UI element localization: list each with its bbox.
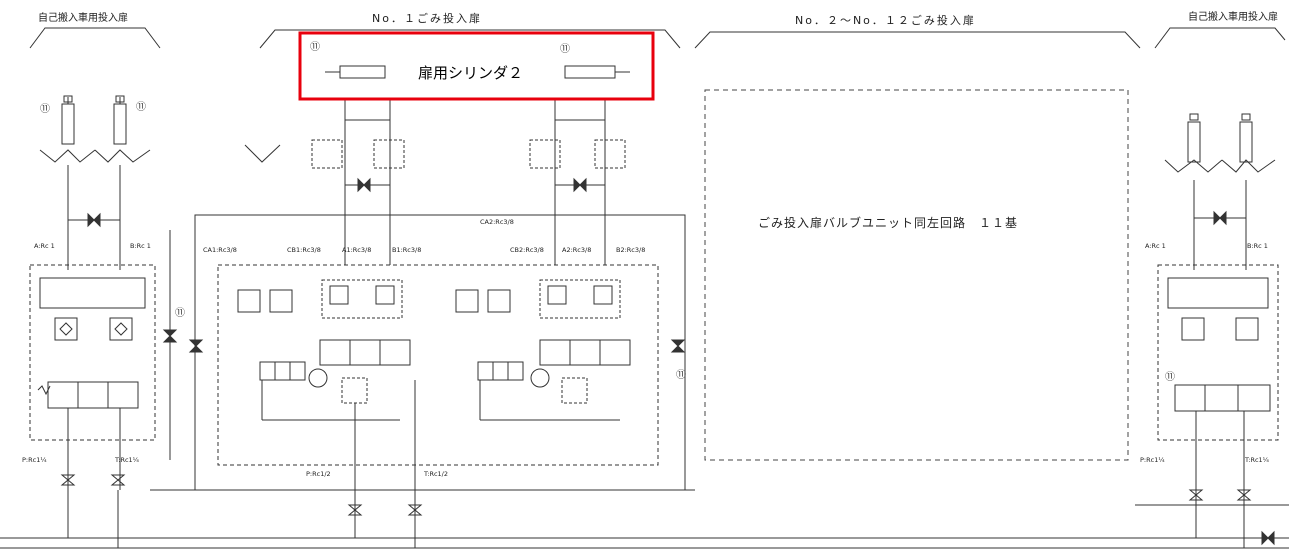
no2-12-placeholder-text: ごみ投入扉バルブユニット同左回路 １１基 — [758, 215, 1018, 230]
header-right-bracket — [1154, 27, 1286, 49]
header-right-self-carry-door: 自己搬入車用投入扉 — [1188, 10, 1278, 23]
port-label-a1: A1:Rc3/8 — [342, 246, 371, 254]
part-marker: ⑪ — [1165, 371, 1175, 383]
part-markers: ⑪ ⑪ ⑪ ⑪ ⑪ ⑪ ⑪ — [40, 41, 1175, 383]
header-left-bracket — [29, 27, 161, 49]
port-label-left-t: T:Rc1¼ — [114, 456, 140, 464]
port-label-right-a: A:Rc 1 — [1145, 242, 1166, 250]
port-label-left-b: B:Rc 1 — [130, 242, 151, 250]
part-marker: ⑪ — [136, 101, 146, 113]
part-marker: ⑪ — [175, 307, 185, 319]
header-no1-door: No．１ごみ投入扉 — [372, 11, 482, 25]
port-label-mid-t: T:Rc1/2 — [423, 470, 448, 478]
right-cylinder-a-icon — [1187, 121, 1201, 163]
header-no2-12-door: No．２〜No．１２ごみ投入扉 — [795, 13, 976, 27]
port-label-right-b: B:Rc 1 — [1247, 242, 1268, 250]
no1-valve-unit — [188, 65, 686, 548]
port-label-mid-p: P:Rc1/2 — [306, 470, 331, 478]
port-label-left-p: P:Rc1¼ — [22, 456, 47, 464]
door-cylinder-callout-highlight — [298, 31, 655, 101]
right-valve-unit — [1157, 113, 1279, 548]
part-marker: ⑪ — [676, 369, 686, 381]
door-cylinder-left-icon — [339, 65, 386, 79]
left-cylinder-b-icon — [113, 103, 127, 145]
part-marker: ⑪ — [310, 41, 320, 53]
port-label-cb1: CB1:Rc3/8 — [287, 246, 321, 254]
part-marker: ⑪ — [560, 43, 570, 55]
right-cylinder-b-icon — [1239, 121, 1253, 163]
header-left-self-carry-door: 自己搬入車用投入扉 — [38, 11, 128, 24]
port-label-left-a: A:Rc 1 — [34, 242, 55, 250]
port-label-a2: A2:Rc3/8 — [562, 246, 591, 254]
door-cylinder-callout-label: 扉用シリンダ２ — [418, 64, 523, 82]
door-cylinder-right-icon — [564, 65, 616, 79]
header-no2-12-bracket — [694, 31, 1141, 49]
port-label-b1: B1:Rc3/8 — [392, 246, 421, 254]
left-valve-unit — [29, 95, 178, 548]
left-cylinder-a-icon — [61, 103, 75, 145]
part-marker: ⑪ — [40, 103, 50, 115]
port-label-ca1: CA1:Rc3/8 — [203, 246, 237, 254]
main-supply-lines — [0, 489, 1289, 549]
port-label-cb2: CB2:Rc3/8 — [510, 246, 544, 254]
port-label-right-p: P:Rc1¼ — [1140, 456, 1165, 464]
header-no1-bracket — [259, 29, 681, 49]
port-label-b2: B2:Rc3/8 — [616, 246, 645, 254]
port-label-ca2: CA2:Rc3/8 — [480, 218, 514, 226]
port-label-right-t: T:Rc1¼ — [1244, 456, 1270, 464]
no2-12-placeholder-box — [704, 89, 1129, 461]
